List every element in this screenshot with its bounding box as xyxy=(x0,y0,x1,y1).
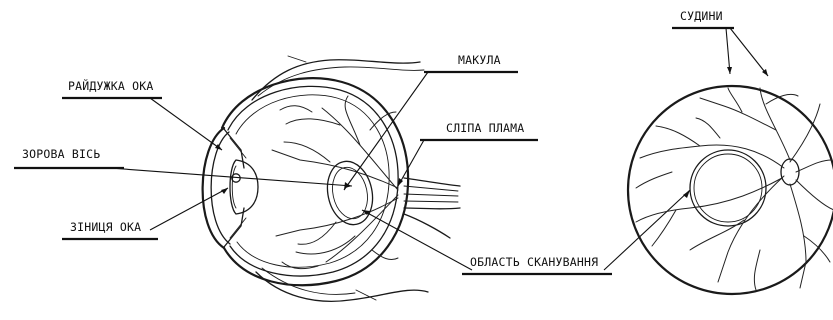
label-scan-area: ОБЛАСТЬ СКАНУВАННЯ xyxy=(362,190,690,274)
eye-retinal-vessels xyxy=(272,96,398,269)
label-iris-text: РАЙДУЖКА ОКА xyxy=(68,78,153,93)
label-blind-spot: СЛІПА ПЛАМА xyxy=(398,121,538,186)
label-pupil-text: ЗІНИЦЯ ОКА xyxy=(70,220,141,234)
label-blind-spot-text: СЛІПА ПЛАМА xyxy=(446,121,524,135)
retina-scan-ring xyxy=(690,150,766,226)
label-optic-axis-text: ЗОРОВА ВІСЬ xyxy=(22,147,100,161)
label-scan-area-text: ОБЛАСТЬ СКАНУВАННЯ xyxy=(470,255,598,269)
retina-fundus-view xyxy=(628,86,833,294)
retina-vessels xyxy=(636,88,833,290)
retina-outline xyxy=(628,86,833,294)
eye-cross-section xyxy=(203,56,460,301)
label-optic-axis: ЗОРОВА ВІСЬ xyxy=(14,147,352,188)
label-vessels: СУДИНИ xyxy=(672,9,768,76)
label-vessels-text: СУДИНИ xyxy=(680,9,723,23)
label-iris: РАЙДУЖКА ОКА xyxy=(62,78,222,150)
label-macula-text: МАКУЛА xyxy=(458,53,501,67)
